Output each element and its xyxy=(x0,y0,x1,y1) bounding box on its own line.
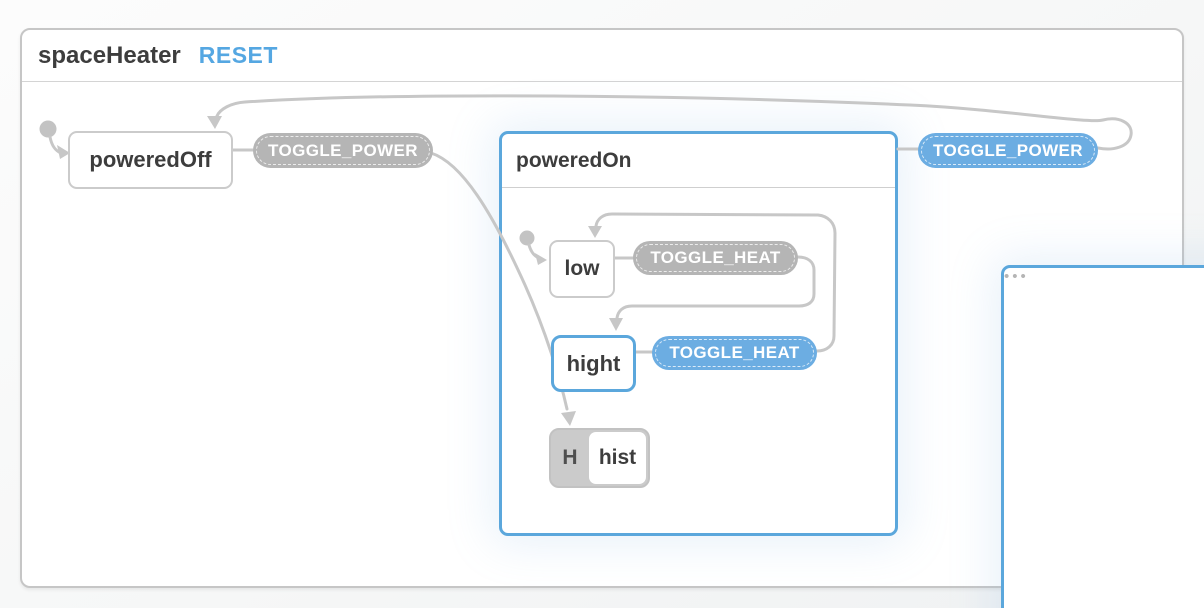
event-toggle-power-from-poweredon[interactable]: TOGGLE_POWER xyxy=(918,133,1098,168)
event-label: TOGGLE_HEAT xyxy=(650,248,781,267)
event-toggle-heat-from-low[interactable]: TOGGLE_HEAT xyxy=(633,241,798,275)
state-poweredoff-label: poweredOff xyxy=(89,147,212,172)
state-low-label: low xyxy=(564,257,600,280)
machine-title: spaceHeater xyxy=(38,41,181,69)
event-label: TOGGLE_HEAT xyxy=(669,343,800,362)
state-poweredoff[interactable]: poweredOff xyxy=(68,131,233,189)
poweredon-resize-handle-icon[interactable]: ••• xyxy=(1001,265,1204,608)
history-marker: H xyxy=(562,446,578,469)
state-hight[interactable]: hight xyxy=(551,335,636,392)
history-state-label: hist xyxy=(589,432,646,484)
event-toggle-power-from-poweredoff[interactable]: TOGGLE_POWER xyxy=(253,133,433,168)
event-toggle-heat-from-hight[interactable]: TOGGLE_HEAT xyxy=(652,336,817,370)
state-low[interactable]: low xyxy=(549,240,615,298)
state-poweredon-label: poweredOn xyxy=(516,148,632,172)
reset-button[interactable]: RESET xyxy=(198,42,278,68)
state-poweredon-header: poweredOn xyxy=(502,134,895,188)
history-state-hist[interactable]: H hist xyxy=(549,428,650,488)
event-label: TOGGLE_POWER xyxy=(268,140,418,160)
machine-header: spaceHeater RESET xyxy=(22,30,1182,82)
state-hight-label: hight xyxy=(566,350,621,376)
event-label: TOGGLE_POWER xyxy=(933,140,1083,160)
